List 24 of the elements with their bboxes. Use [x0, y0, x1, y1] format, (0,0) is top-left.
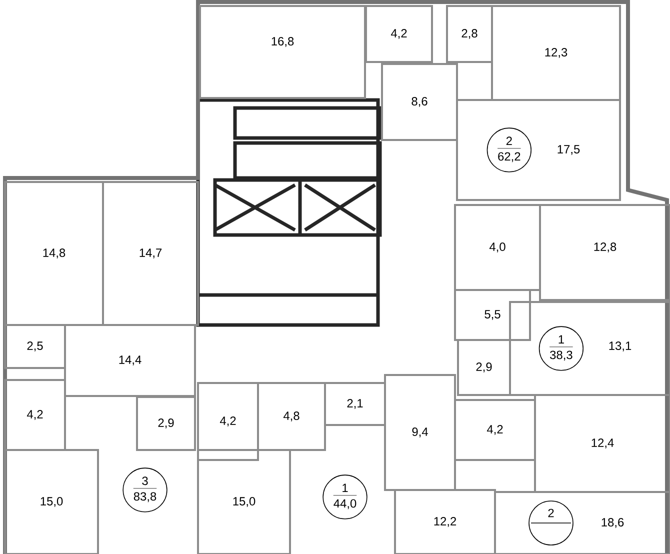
room: 4,0	[454, 204, 541, 291]
room: 14,4	[64, 324, 196, 397]
room: 2,9	[136, 396, 196, 451]
room: 9,4	[384, 374, 456, 491]
room: 4,2	[197, 382, 259, 461]
room: 12,4	[534, 394, 670, 493]
room: 4,2	[4, 379, 66, 451]
room: 16,8	[199, 5, 366, 99]
room: 14,8	[4, 181, 104, 326]
room: 2,1	[324, 382, 386, 426]
room: 8,6	[381, 63, 458, 141]
room: 12,2	[394, 489, 496, 554]
room: 12,3	[491, 5, 621, 101]
room: 2,5	[4, 324, 66, 369]
room: 15,0	[4, 449, 99, 554]
room: 5,5	[454, 289, 531, 341]
room: 4,2	[365, 5, 433, 63]
room: 4,8	[257, 382, 326, 451]
room: 14,7	[102, 181, 199, 326]
room: 4,2	[454, 399, 536, 461]
room: 15,0	[197, 449, 291, 554]
room: 12,8	[539, 204, 670, 301]
room: 2,8	[446, 5, 493, 63]
room: 2,9	[457, 339, 511, 396]
